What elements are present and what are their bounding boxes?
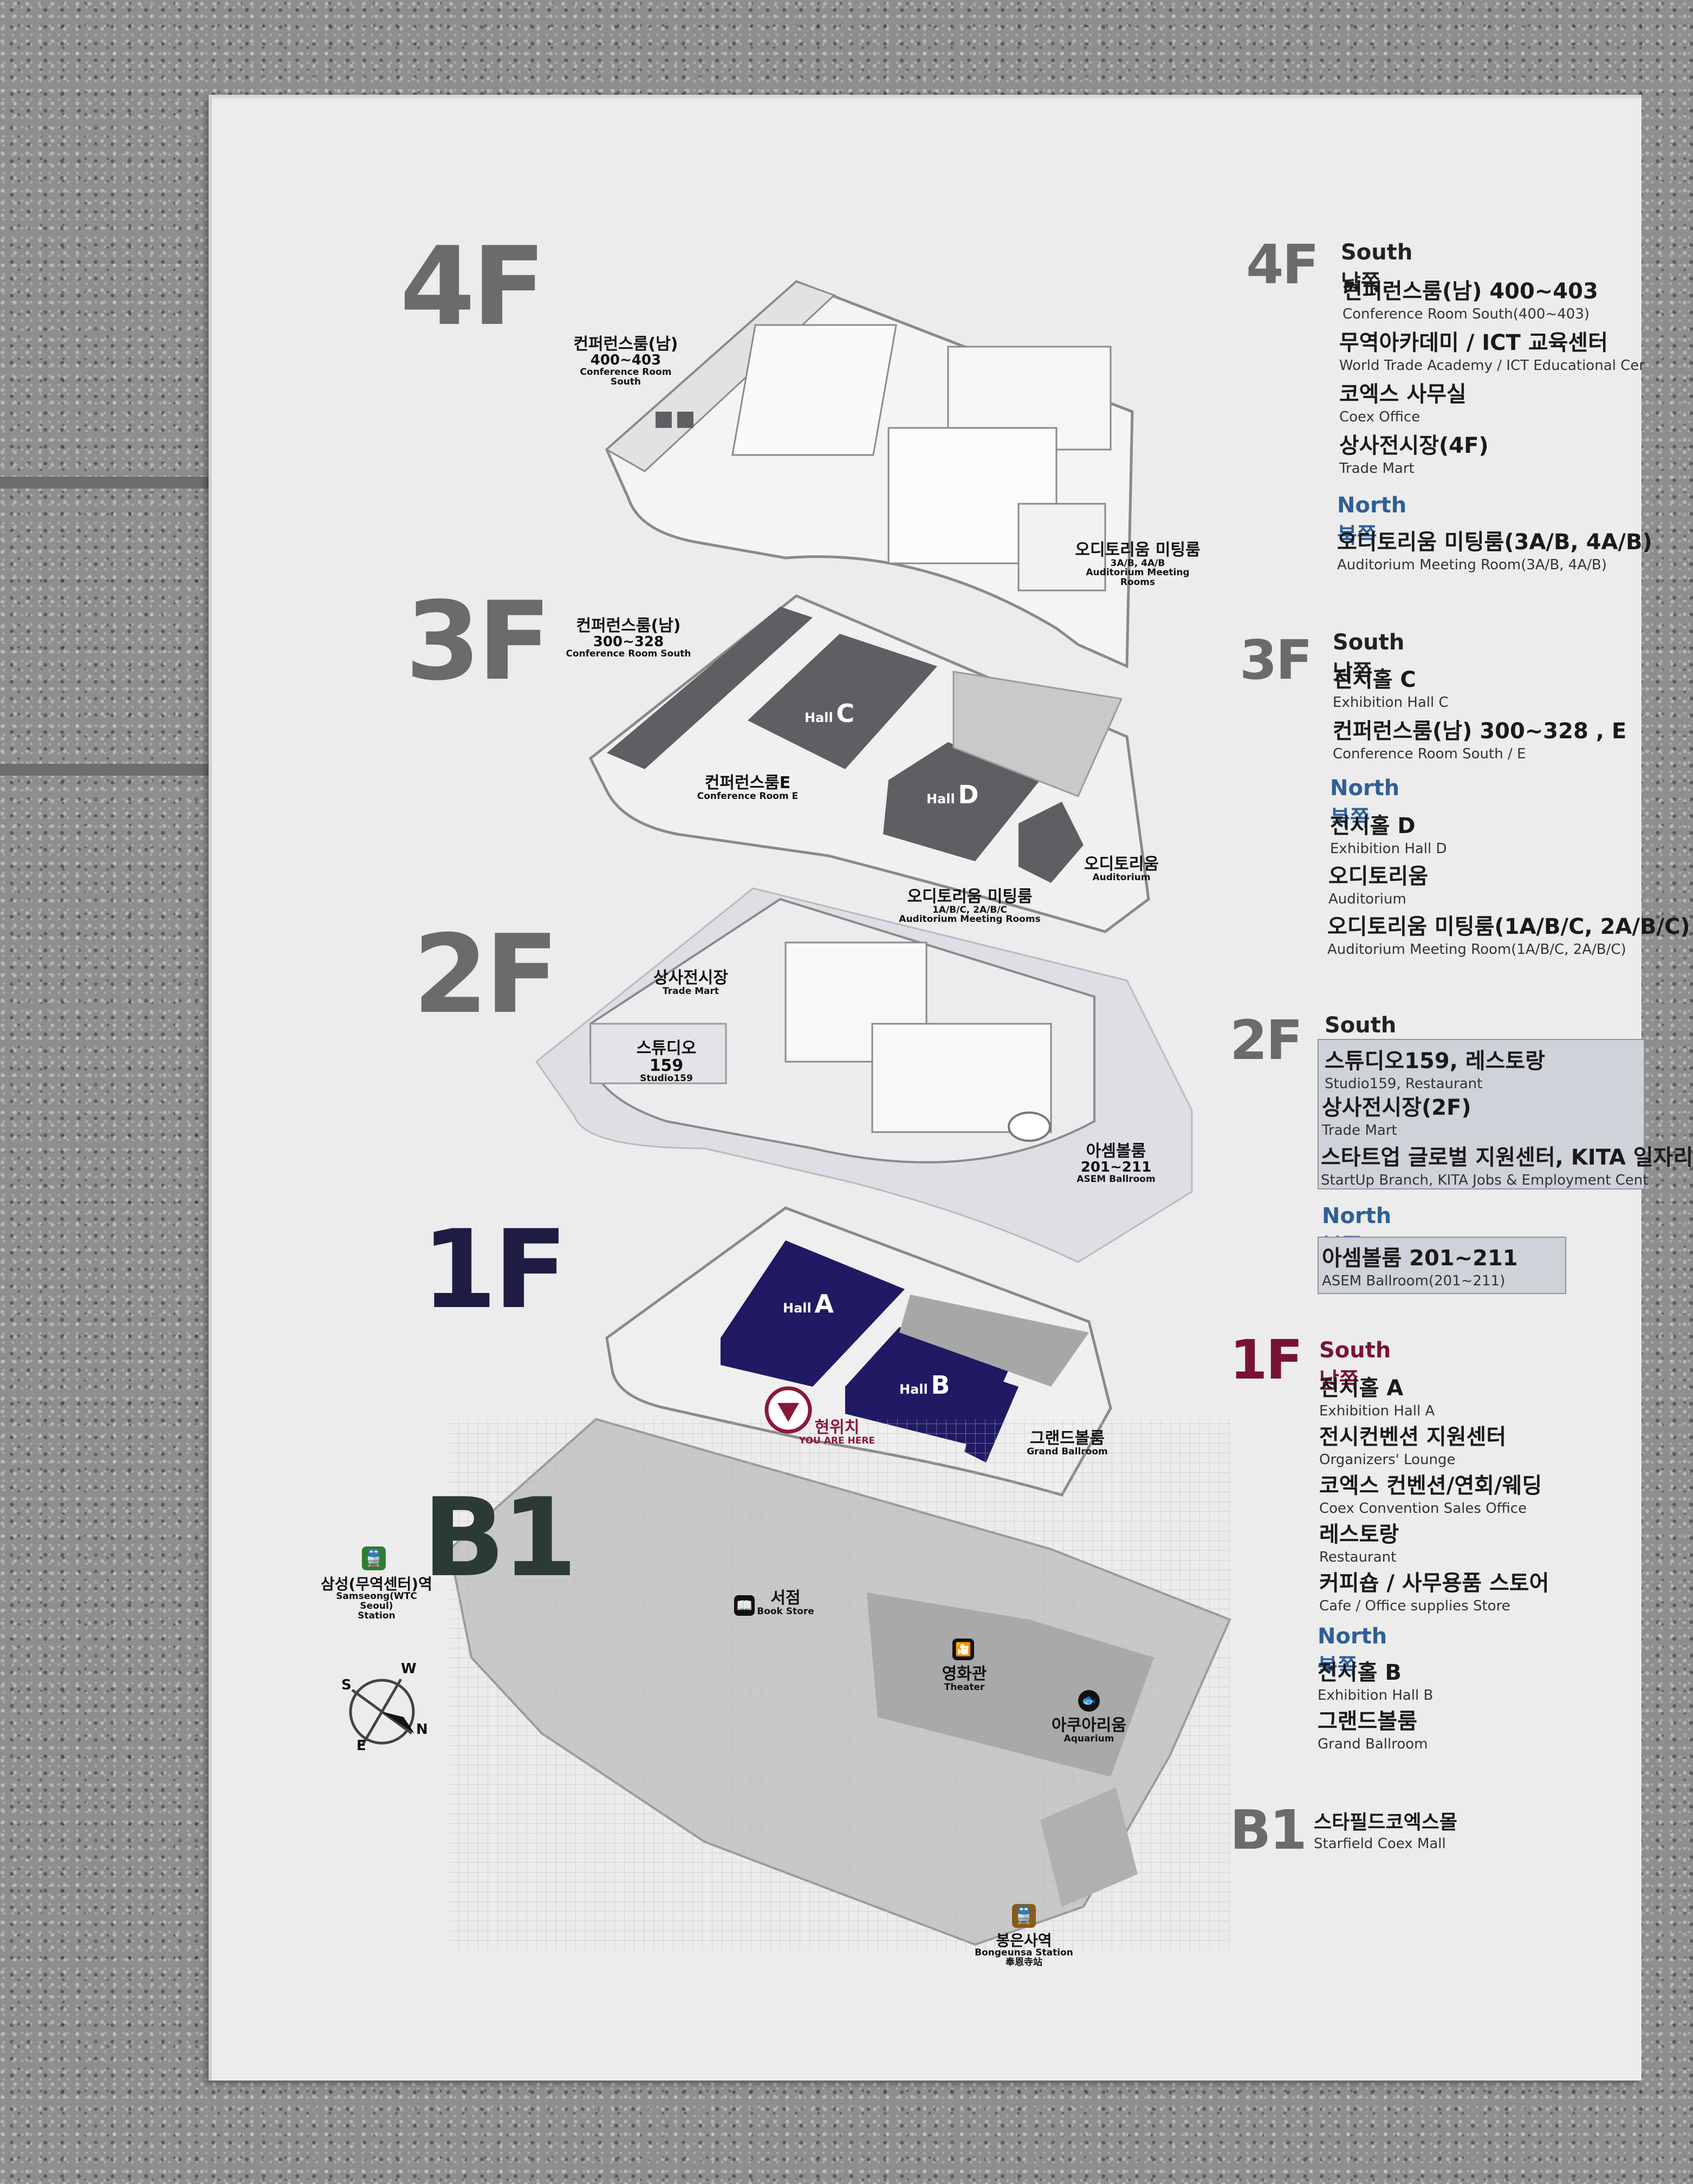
map-label-auditorium-meeting-3f: 오디토리움 미팅룸 1A/B/C, 2A/B/C Auditorium Meet… [899, 887, 1041, 925]
directory-4f-item: 상사전시장(4F)Trade Mart [1339, 433, 1489, 477]
directory-floor-1f: 1F [1230, 1328, 1303, 1392]
directory-1f-south: South 남쪽 [1319, 1338, 1391, 1393]
map-label-samseong-station: 삼성(무역센터)역 Samseong(WTC Seoul) Station [321, 1575, 432, 1622]
compass-s: S [341, 1677, 352, 1693]
directory-4f-south: South 남쪽 [1341, 240, 1413, 295]
directory-4f-north: North 북쪽 [1337, 493, 1407, 548]
directory-1f-north: North 북쪽 [1318, 1624, 1387, 1679]
floor-label-3f: 3F [405, 578, 552, 705]
hall-b-label: Hall B [899, 1370, 950, 1400]
map-label-conference-south-3f: 컨퍼런스룸(남) 300~328 Conference Room South [566, 616, 691, 659]
directory-floor-b1: B1 [1230, 1798, 1307, 1862]
map-label-grand-ballroom-1f: 그랜드볼룸 Grand Ballroom [1027, 1429, 1108, 1457]
directory-floor-3f: 3F [1240, 628, 1313, 692]
directory-3f-south: South 남쪽 [1333, 630, 1405, 685]
map-label-theater: 영화관 Theater [942, 1665, 987, 1693]
subway-station-icon: 🚆 [362, 1546, 386, 1570]
map-label-bookstore: 서점 Book Store [757, 1589, 814, 1617]
compass-rose [349, 1678, 415, 1745]
directory-floor-2f: 2F [1230, 1009, 1303, 1072]
floor-label-2f: 2F [413, 912, 559, 1038]
aquarium-icon: 🐟 [1078, 1690, 1100, 1712]
compass-e: E [356, 1738, 366, 1754]
directory-floor-4f: 4F [1246, 233, 1319, 296]
directory-2f-north-box [1318, 1237, 1566, 1294]
floor-3f-plan [588, 594, 1150, 933]
floor-label-4f: 4F [400, 224, 546, 350]
subway-station-icon: 🚆 [1012, 1904, 1036, 1928]
directory-2f-item: 상사전시장(2F)Trade Mart [1322, 1095, 1471, 1139]
directory-3f-north: North 북쪽 [1330, 776, 1400, 831]
map-label-auditorium-meeting-4f: 오디토리움 미팅룸 3A/B, 4A/B Auditorium Meeting … [1075, 541, 1201, 588]
floor-map-graphic [349, 280, 1231, 2184]
theater-icon: 🎦 [952, 1639, 974, 1660]
floor-4f-plan [605, 280, 1134, 668]
map-label-asem-ballroom-2f: 아셈볼룸 201~211 ASEM Ballroom [1076, 1142, 1156, 1185]
map-label-you-are-here: 현위치 YOU ARE HERE [799, 1418, 875, 1446]
floor-label-1f: 1F [421, 1207, 568, 1333]
hall-d-label: Hall D [926, 780, 979, 809]
map-label-conference-south-4f: 컨퍼런스룸(남) 400~403 Conference Room South [573, 335, 678, 387]
directory-3f-item: 오디토리움 미팅룸(1A/B/C, 2A/B/C)Auditorium Meet… [1327, 914, 1690, 958]
directory-2f-south-box [1318, 1039, 1645, 1190]
map-label-bongeunsa-station: 봉은사역 Bongeunsa Station 奉恩寺站 [975, 1932, 1073, 1968]
you-are-here-marker [764, 1386, 812, 1434]
map-label-studio159-2f: 스튜디오159 Studio159 [636, 1039, 697, 1084]
floor-b1-plan [448, 1418, 1231, 1950]
compass-n: N [416, 1721, 428, 1738]
floor-label-b1: B1 [423, 1475, 578, 1601]
map-label-conference-e-3f: 컨퍼런스룸E Conference Room E [697, 774, 799, 802]
wall-joint [0, 477, 211, 489]
directory-4f-item: 오디토리움 미팅룸(3A/B, 4A/B)Auditorium Meeting … [1337, 530, 1652, 573]
wall-joint [0, 764, 211, 776]
map-label-aquarium: 아쿠아리움 Aquarium [1052, 1716, 1126, 1744]
map-label-auditorium-3f: 오디토리움 Auditorium [1084, 855, 1159, 883]
book-icon: 📖 [734, 1595, 755, 1616]
map-label-trade-mart-2f: 상사전시장 Trade Mart [653, 968, 728, 997]
compass-w: W [401, 1661, 417, 1677]
hall-a-label: Hall A [783, 1289, 834, 1318]
hall-c-label: Hall C [805, 699, 855, 728]
floor-2f-plan [535, 887, 1193, 1263]
